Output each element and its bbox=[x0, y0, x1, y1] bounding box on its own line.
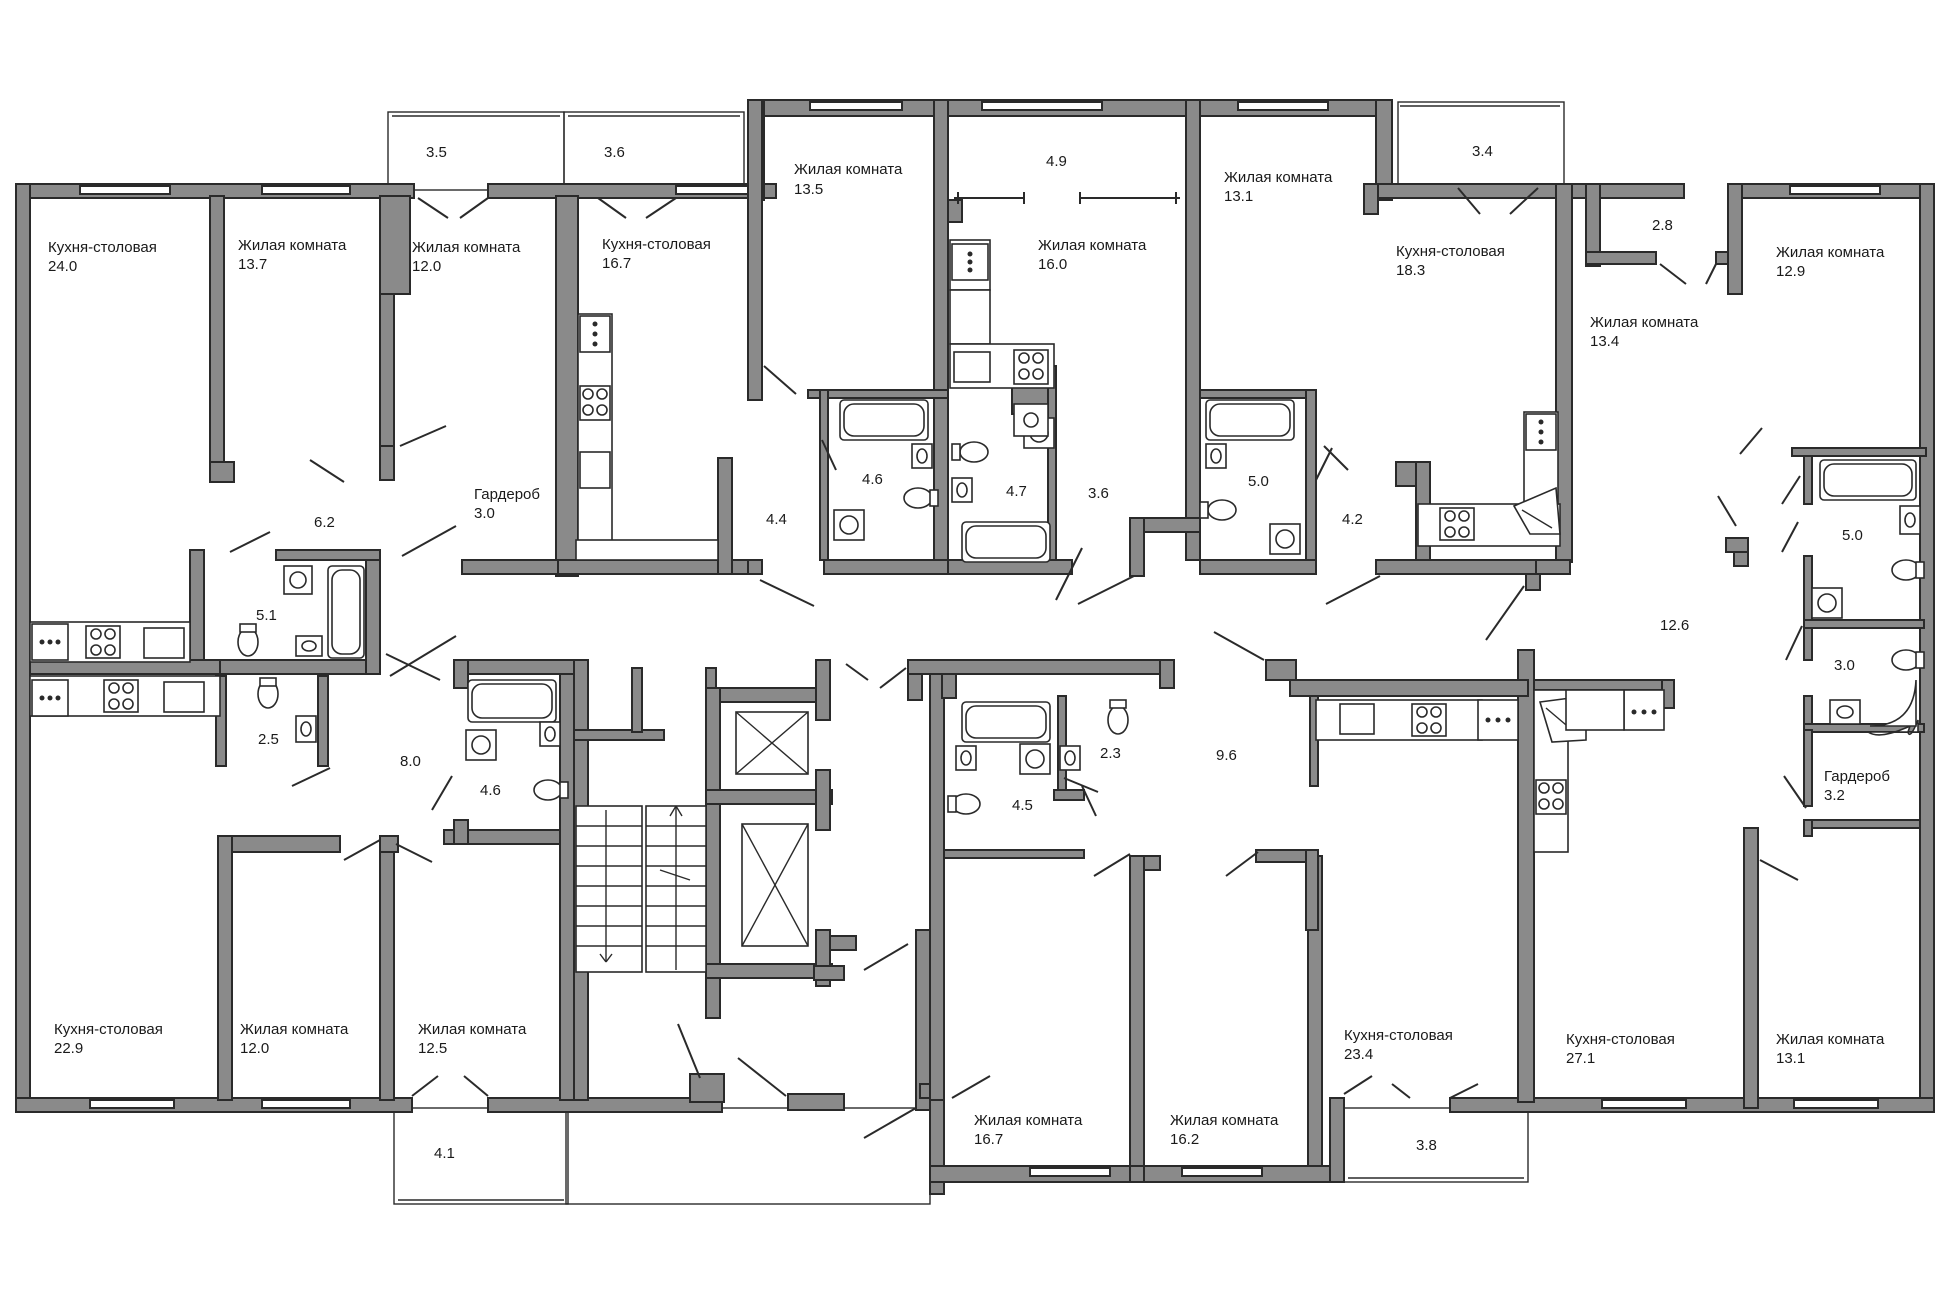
area-a16: 4.2 bbox=[1342, 511, 1363, 528]
room-r20-area: 13.1 bbox=[1776, 1050, 1805, 1067]
room-r10-area: 12.9 bbox=[1776, 263, 1805, 280]
room-r8-area: 18.3 bbox=[1396, 262, 1425, 279]
room-r1-area: 24.0 bbox=[48, 258, 77, 275]
room-r14-name: Жилая комната bbox=[240, 1021, 349, 1038]
area-a14: 3.6 bbox=[1088, 485, 1109, 502]
room-r8-name: Кухня-столовая bbox=[1396, 243, 1505, 260]
room-r20-name: Жилая комната bbox=[1776, 1031, 1885, 1048]
room-r9-area: 13.4 bbox=[1590, 333, 1619, 350]
area-a11: 4.4 bbox=[766, 511, 787, 528]
room-r7-area: 13.1 bbox=[1224, 188, 1253, 205]
area-a12: 4.6 bbox=[480, 782, 501, 799]
room-r4-area: 16.7 bbox=[602, 255, 631, 272]
entrance-canopy bbox=[565, 1107, 931, 1205]
room-r13-area: 22.9 bbox=[54, 1040, 83, 1057]
area-labels: 3.5 3.6 4.9 3.4 2.8 6.2 5.1 2.5 8.0 4.6 … bbox=[256, 143, 1863, 1162]
area-a13: 4.7 bbox=[1006, 483, 1027, 500]
exterior-walls bbox=[15, 99, 1935, 1195]
room-r4-name: Кухня-столовая bbox=[602, 236, 711, 253]
area-a23: 4.1 bbox=[434, 1145, 455, 1162]
room-r3-area: 12.0 bbox=[412, 258, 441, 275]
room-r19-name: Кухня-столовая bbox=[1566, 1031, 1675, 1048]
area-a22: 9.6 bbox=[1216, 747, 1237, 764]
room-r16-name: Жилая комната bbox=[974, 1112, 1083, 1129]
area-a15: 5.0 bbox=[1248, 473, 1269, 490]
balconies bbox=[387, 101, 1565, 1205]
area-a4: 3.4 bbox=[1472, 143, 1493, 160]
staircase bbox=[575, 805, 707, 973]
elevators bbox=[735, 711, 809, 947]
room-r12-area: 3.2 bbox=[1824, 787, 1845, 804]
area-a19: 3.0 bbox=[1834, 657, 1855, 674]
area-a5: 2.8 bbox=[1652, 217, 1673, 234]
room-r9-name: Жилая комната bbox=[1590, 314, 1699, 331]
area-a24: 3.8 bbox=[1416, 1137, 1437, 1154]
room-r11-name: Гардероб bbox=[474, 486, 540, 503]
kitchen-counters bbox=[29, 239, 1665, 853]
area-a18: 12.6 bbox=[1660, 617, 1689, 634]
room-labels: Кухня-столовая 24.0 Жилая комната 13.7 Ж… bbox=[48, 161, 1890, 1148]
area-a3: 4.9 bbox=[1046, 153, 1067, 170]
room-r15-area: 12.5 bbox=[418, 1040, 447, 1057]
room-r11-area: 3.0 bbox=[474, 505, 495, 522]
wardrobe-rail bbox=[954, 192, 1180, 204]
room-r6-area: 16.0 bbox=[1038, 256, 1067, 273]
room-r19-area: 27.1 bbox=[1566, 1050, 1595, 1067]
room-r1-name: Кухня-столовая bbox=[48, 239, 157, 256]
room-r6-name: Жилая комната bbox=[1038, 237, 1147, 254]
room-r10-name: Жилая комната bbox=[1776, 244, 1885, 261]
room-r7-name: Жилая комната bbox=[1224, 169, 1333, 186]
area-a8: 2.5 bbox=[258, 731, 279, 748]
room-r2-name: Жилая комната bbox=[238, 237, 347, 254]
balcony-top-2 bbox=[563, 111, 745, 191]
room-r18-area: 23.4 bbox=[1344, 1046, 1373, 1063]
area-a21: 4.5 bbox=[1012, 797, 1033, 814]
bathtubs bbox=[327, 399, 1919, 743]
room-r18-name: Кухня-столовая bbox=[1344, 1027, 1453, 1044]
area-a1: 3.5 bbox=[426, 144, 447, 161]
sanitary-fixtures bbox=[237, 417, 1925, 815]
room-r5-name: Жилая комната bbox=[794, 161, 903, 178]
area-a20: 2.3 bbox=[1100, 745, 1121, 762]
balcony-bottom-1 bbox=[393, 1107, 569, 1205]
area-a2: 3.6 bbox=[604, 144, 625, 161]
room-r3-name: Жилая комната bbox=[412, 239, 521, 256]
room-r12-name: Гардероб bbox=[1824, 768, 1890, 785]
area-a10: 4.6 bbox=[862, 471, 883, 488]
interior-walls bbox=[29, 99, 1927, 1183]
area-a9: 8.0 bbox=[400, 753, 421, 770]
area-a7: 5.1 bbox=[256, 607, 277, 624]
room-r2-area: 13.7 bbox=[238, 256, 267, 273]
area-a6: 6.2 bbox=[314, 514, 335, 531]
room-r15-name: Жилая комната bbox=[418, 1021, 527, 1038]
area-a17: 5.0 bbox=[1842, 527, 1863, 544]
room-r17-name: Жилая комната bbox=[1170, 1112, 1279, 1129]
room-r5-area: 13.5 bbox=[794, 181, 823, 198]
door-swings bbox=[229, 187, 1807, 1139]
balcony-top-1 bbox=[387, 111, 565, 191]
room-r16-area: 16.7 bbox=[974, 1131, 1003, 1148]
room-r14-area: 12.0 bbox=[240, 1040, 269, 1057]
room-r17-area: 16.2 bbox=[1170, 1131, 1199, 1148]
room-r13-name: Кухня-столовая bbox=[54, 1021, 163, 1038]
